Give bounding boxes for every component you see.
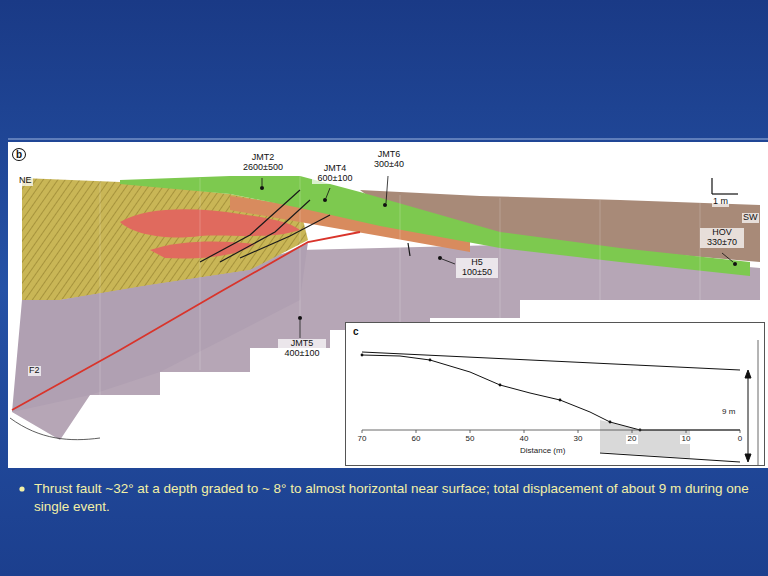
projected-surface (362, 352, 740, 370)
orientation-label: SW (742, 213, 759, 223)
slide-rule (8, 139, 768, 140)
tick-label: 50 (464, 435, 476, 444)
tick-label: 30 (572, 435, 584, 444)
offset-arrow (745, 370, 751, 462)
fault-trace (12, 232, 360, 410)
green-unit (120, 176, 750, 276)
sample-points (260, 186, 737, 320)
fault-label: F2 (28, 366, 41, 376)
tick-label: 0 (736, 435, 744, 444)
figure-ground (8, 142, 768, 468)
scale-bar (712, 178, 738, 194)
trench-floor-line (10, 418, 100, 440)
panel-letter: c (351, 326, 361, 337)
tick-label: 10 (680, 435, 692, 444)
tick-label: 20 (626, 435, 638, 444)
profile-points (361, 354, 642, 432)
x-axis (362, 430, 740, 431)
caption-text: Thrust fault ~32° at a depth graded to ~… (34, 480, 758, 516)
projected-surface (600, 453, 740, 462)
axis-title: Distance (m) (520, 447, 565, 456)
scarp-profile (362, 355, 740, 430)
leader-lines (262, 176, 733, 338)
scale-label: 1 m (712, 197, 729, 207)
shaded-area (600, 420, 690, 458)
inset-ground (345, 322, 765, 466)
figure-panel: bc (8, 142, 768, 468)
panel-letter: b (12, 148, 26, 161)
fault-strands (200, 190, 410, 262)
offset-label: 9 m (722, 408, 735, 417)
tick-label: 60 (410, 435, 422, 444)
sample-label: JMT2 2600±500 (238, 153, 288, 173)
x-ticks (362, 430, 740, 433)
y-axis (758, 340, 759, 465)
sample-label: JMT6 300±40 (367, 150, 411, 170)
red-lens (150, 242, 255, 259)
sample-label: H5 100±50 (456, 258, 498, 278)
sample-label: JMT4 600±100 (312, 164, 358, 184)
sample-label: JMT5 400±100 (278, 339, 326, 359)
sample-label: HOV 330±70 (700, 228, 744, 248)
bullet (19, 486, 24, 491)
inset-panel: c (345, 322, 765, 466)
orientation-label: NE (18, 176, 33, 186)
tick-label: 40 (518, 435, 530, 444)
tick-label: 70 (356, 435, 368, 444)
